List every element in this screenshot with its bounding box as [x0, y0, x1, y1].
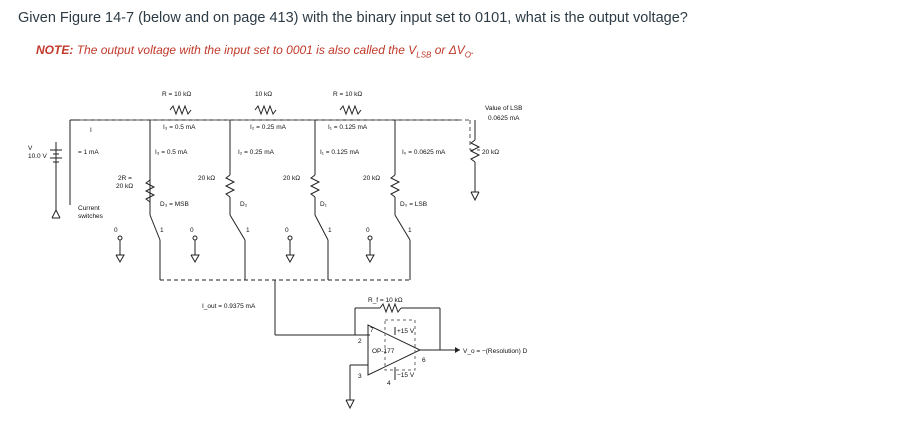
r2r-label: 2R = — [118, 175, 132, 182]
r20-1: 20 kΩ — [198, 175, 215, 182]
i1-top: I₁ = 0.125 mA — [328, 124, 368, 131]
note-sub-o: O — [464, 50, 472, 60]
value-lsb-1: Value of LSB — [485, 105, 522, 112]
bit-zero-0: 0 — [366, 227, 370, 234]
vref-label: V — [28, 145, 33, 152]
bit-one-3: 1 — [160, 227, 164, 234]
d1-label: D₁ — [320, 201, 328, 208]
d0-label: D₀ = LSB — [400, 201, 427, 208]
r20-3: 20 kΩ — [363, 175, 380, 182]
value-lsb-2: 0.0625 mA — [488, 115, 520, 122]
bit-zero-2: 0 — [190, 227, 194, 234]
i2-mid: I₂ = 0.25 mA — [238, 149, 275, 156]
note-sub-lsb: LSB — [416, 50, 432, 60]
i0-mid: I₀ = 0.0625 mA — [402, 149, 446, 156]
pin4-label: 4 — [387, 380, 391, 387]
iout-label: I_out = 0.9375 mA — [202, 303, 256, 310]
bit-one-1: 1 — [328, 227, 332, 234]
pin2-label: 2 — [358, 338, 362, 345]
bit-one-2: 1 — [246, 227, 250, 234]
r2r-value: 20 kΩ — [116, 183, 133, 190]
r-top-1: R = 10 kΩ — [162, 91, 191, 98]
note-body: The output voltage with the input set to… — [76, 43, 417, 57]
rf-label: R_f = 10 kΩ — [368, 297, 403, 304]
vo-label: V_o = −(Resolution) D — [463, 348, 528, 355]
d2-label: D₂ — [240, 201, 248, 208]
i1-mid: I₁ = 0.125 mA — [320, 149, 360, 156]
i2-top: I₂ = 0.25 mA — [250, 124, 287, 131]
r-top-2: 10 kΩ — [255, 91, 272, 98]
iref-label: I — [90, 127, 92, 134]
pin3-label: 3 — [358, 373, 362, 380]
i3-top: I₃ = 0.5 mA — [163, 124, 196, 131]
switch-label-2: switches — [78, 213, 104, 220]
bit-one-0: 1 — [408, 227, 412, 234]
opamp-label: OP-177 — [372, 348, 395, 355]
figure-14-7-dac-circuit: V 10.0 V I = 1 mA R = 10 kΩ 10 kΩ R = 10… — [28, 91, 528, 410]
note-label: NOTE: — [36, 43, 74, 57]
pin6-label: 6 — [422, 357, 426, 364]
switch-label-1: Current — [78, 205, 100, 212]
question-text: Given Figure 14-7 (below and on page 413… — [18, 10, 688, 26]
r20-2: 20 kΩ — [283, 175, 300, 182]
r-top-3: R = 10 kΩ — [333, 91, 362, 98]
vminus-label: −15 V — [397, 372, 415, 379]
vref-value: 10.0 V — [28, 153, 47, 160]
note-text: NOTE: The output voltage with the input … — [36, 43, 474, 59]
note-body-2: or ΔV — [431, 43, 465, 57]
iref-value: = 1 mA — [78, 149, 99, 156]
d3-label: D₃ = MSB — [160, 201, 189, 208]
pin7-label: 7 — [370, 327, 374, 334]
note-end: . — [471, 43, 475, 57]
bit-zero-1: 0 — [285, 227, 289, 234]
bit-zero-3: 0 — [114, 227, 118, 234]
i3-mid: I₃ = 0.5 mA — [155, 149, 188, 156]
r20-right: 20 kΩ — [482, 149, 499, 156]
vplus-label: +15 V — [397, 328, 415, 335]
